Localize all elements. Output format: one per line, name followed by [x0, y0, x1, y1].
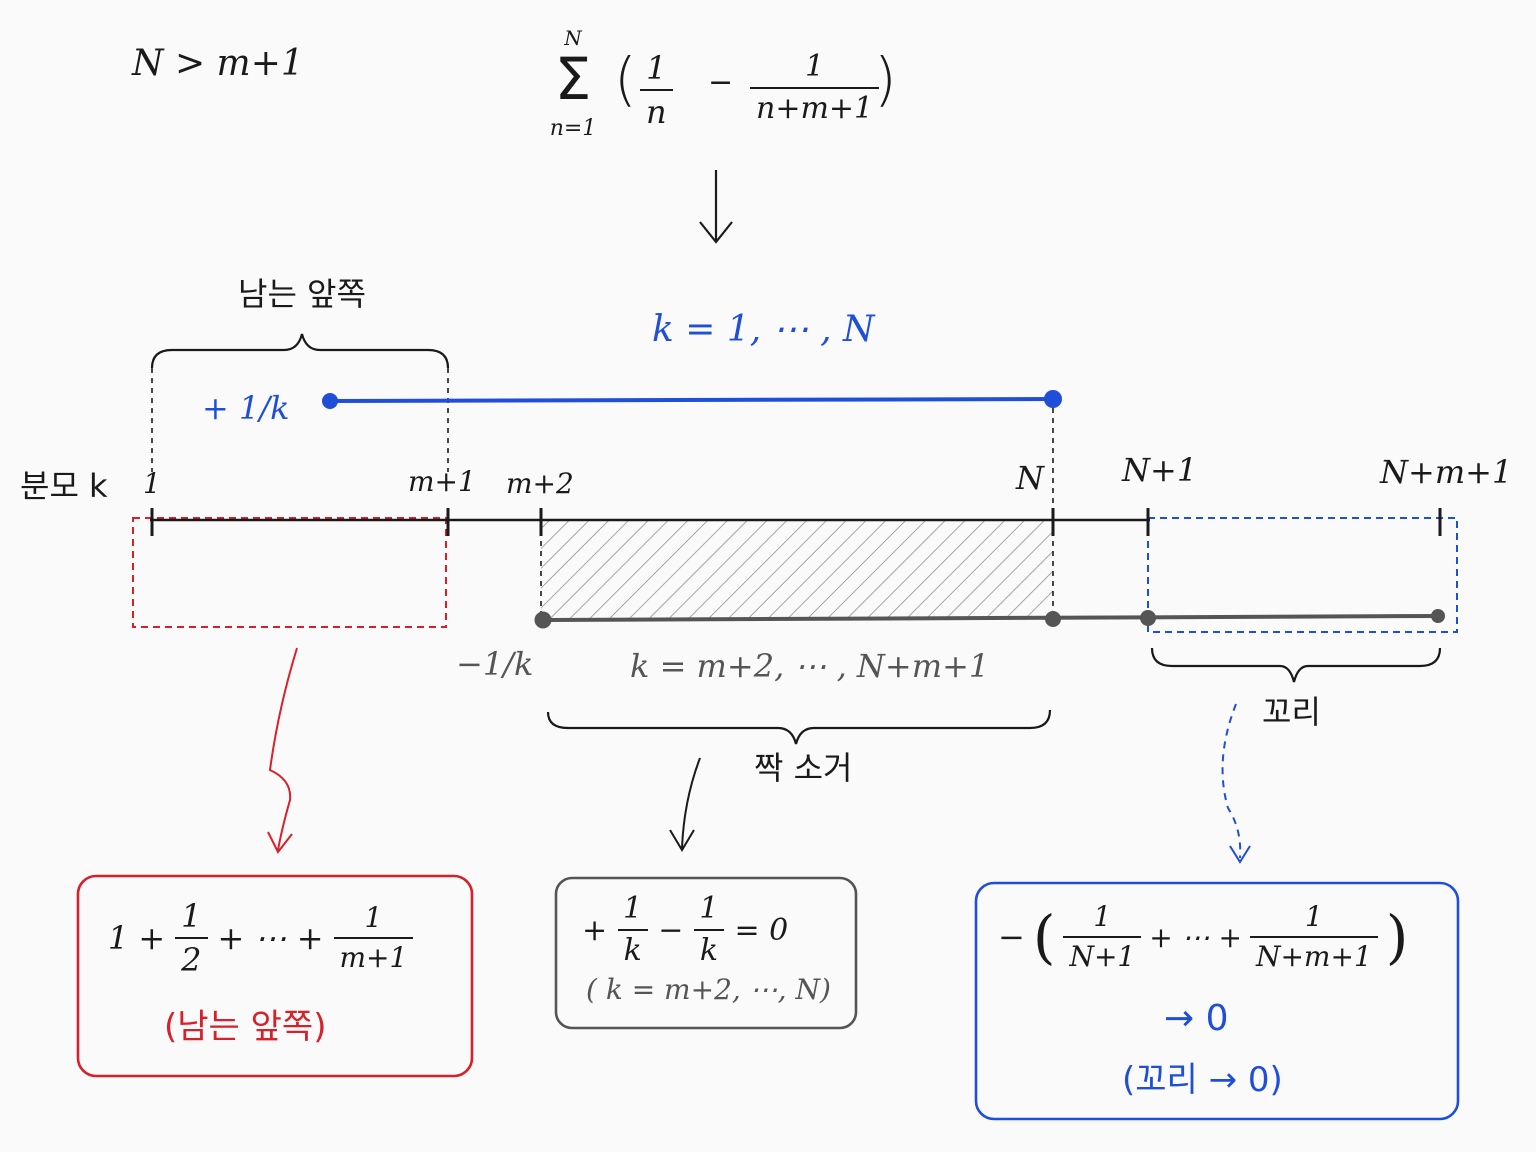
red-squiggle-arrow [268, 647, 298, 851]
gray-box-frac2-num: 1 [699, 891, 719, 926]
red-dashed-region [132, 517, 447, 628]
gray-box-caption: ( k = m+2, ⋯, N) [586, 973, 831, 1006]
blue-range-label: k = 1, ⋯ , N [652, 309, 875, 350]
gray-box-equation: + 1 k − 1 k = 0 [582, 894, 788, 966]
blue-box-limit: → 0 [1164, 998, 1229, 1039]
blue-dashed-tail-region [1147, 517, 1458, 633]
blue-box-caption: (꼬리 → 0) [1122, 1060, 1283, 1100]
red-box-half-num: 1 [181, 897, 202, 935]
blue-result-box-frame [974, 881, 1460, 1121]
red-box-sum: 1 + 1 2 + ⋯ + 1 m+1 [108, 897, 414, 976]
gray-dot-m-plus-2 [534, 611, 552, 629]
formula-minus: − [708, 65, 734, 100]
blue-box-frac1-num: 1 [1093, 900, 1112, 933]
blue-segment-end-dot [1044, 390, 1062, 408]
tick-label-N-plus-1: N+1 [1122, 451, 1198, 489]
gray-box-plus: + [582, 912, 608, 948]
red-box-last-frac: 1 m+1 [333, 901, 414, 972]
formula-fraction-1-over-n: 1 n [640, 52, 673, 128]
tail-brace [1150, 647, 1442, 683]
gray-box-frac2-den: k [693, 929, 725, 966]
gray-box-frac1-num: 1 [623, 891, 643, 926]
gray-box-frac2: 1 k [693, 891, 725, 966]
red-box-half: 1 2 [175, 897, 208, 976]
blue-result-box: − ( 1 N+1 + ⋯ + 1 N+m+1 ) → 0 (꼬리 → 0) [976, 883, 1458, 1119]
formula-close-paren: ) [874, 45, 897, 113]
cancel-arrow [681, 757, 701, 849]
formula-fraction-1-over-n-m-1: 1 n+m+1 [750, 49, 880, 124]
formula-frac2-numerator: 1 [805, 49, 825, 84]
gray-box-equals-zero: = 0 [734, 912, 789, 948]
formula-frac2-denominator: n+m+1 [750, 87, 880, 124]
blue-box-frac1: 1 N+1 [1063, 900, 1142, 971]
cancel-brace [546, 709, 1052, 745]
tail-label: 꼬리 [1262, 693, 1321, 731]
gray-segment [542, 614, 1439, 622]
sum-lower-limit: n=1 [549, 116, 597, 141]
sum-upper-limit: N [564, 26, 582, 50]
blue-box-frac1-den: N+1 [1063, 936, 1142, 971]
tick-label-m-plus-2: m+2 [506, 467, 574, 500]
gray-range-label: k = m+2, ⋯ , N+m+1 [630, 647, 990, 685]
gray-dot-N-plus-m-plus-1 [1431, 609, 1445, 623]
gray-result-box-frame [554, 876, 858, 1030]
blue-box-frac2: 1 N+m+1 [1249, 900, 1378, 971]
red-box-half-den: 2 [175, 937, 208, 976]
formula-frac1-denominator: n [640, 89, 673, 128]
blue-segment [329, 397, 1054, 403]
red-box-ellipsis: + ⋯ + [217, 919, 324, 957]
down-arrow-head [699, 221, 733, 244]
plus-term-label: + 1/k [202, 389, 290, 427]
tail-arrow-head [1229, 845, 1251, 864]
formula-open-paren: ( [614, 45, 637, 113]
cancel-arrow-head [669, 829, 695, 852]
blue-segment-start-dot [322, 393, 338, 409]
tick-label-N: N [1016, 459, 1044, 497]
gray-dot-N [1045, 611, 1061, 627]
minus-term-label: −1/k [456, 645, 534, 683]
condition-text: N > m+1 [132, 43, 304, 84]
red-box-plus: + [138, 919, 166, 957]
cancel-label: 짝 소거 [754, 749, 853, 787]
blue-box-ellipsis: + ⋯ + [1149, 920, 1242, 954]
blue-box-frac2-num: 1 [1304, 900, 1323, 933]
gray-result-box: + 1 k − 1 k = 0 ( k = m+2, ⋯, N) [556, 878, 856, 1028]
tail-dashed-arrow [1221, 703, 1242, 859]
gray-box-frac1-den: k [617, 929, 648, 966]
denominator-k-label: 분모 k [20, 467, 108, 505]
gray-dot-N-plus-1 [1140, 610, 1156, 626]
tick-label-N-plus-m-plus-1: N+m+1 [1380, 453, 1513, 491]
remaining-front-label: 남는 앞쪽 [238, 275, 366, 313]
formula-frac1-numerator: 1 [646, 49, 667, 87]
red-result-box-frame [76, 874, 474, 1078]
tick-label-m-plus-1: m+1 [408, 465, 476, 498]
front-brace [150, 333, 450, 369]
blue-box-frac2-den: N+m+1 [1249, 936, 1378, 971]
blue-box-close-paren: ) [1385, 903, 1409, 971]
tick-label-1: 1 [143, 467, 161, 500]
hatched-cancel-region [541, 521, 1053, 620]
sigma-symbol: Σ [554, 45, 592, 113]
red-arrow-head [267, 831, 293, 854]
red-box-last-num: 1 [364, 901, 383, 934]
red-box-one: 1 [108, 919, 129, 957]
red-box-caption: (남는 앞쪽) [164, 1007, 327, 1047]
gray-box-frac1: 1 k [617, 894, 648, 966]
blue-box-open-paren: ( [1032, 903, 1056, 971]
gray-box-minus: − [658, 912, 684, 948]
blue-box-tail-sum: − ( 1 N+1 + ⋯ + 1 N+m+1 ) [998, 903, 1408, 971]
blue-box-minus: − [998, 918, 1025, 956]
red-box-last-den: m+1 [333, 937, 414, 972]
red-result-box: 1 + 1 2 + ⋯ + 1 m+1 (남는 앞쪽) [78, 876, 472, 1076]
